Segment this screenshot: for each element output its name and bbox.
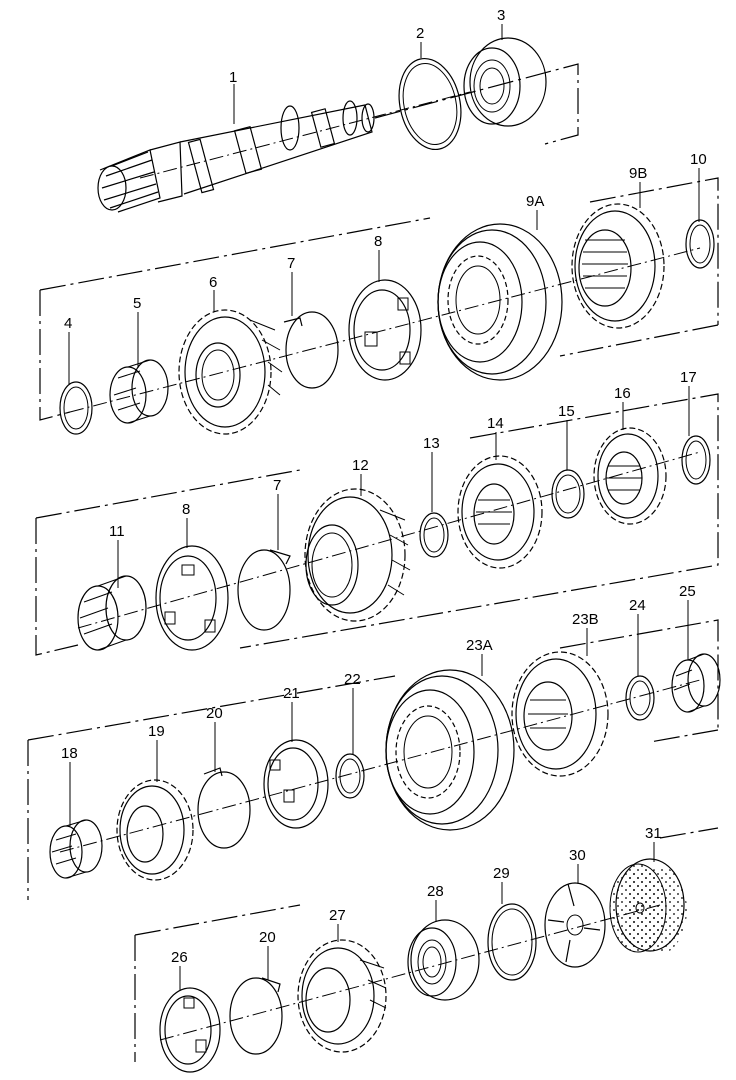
label-part-9B: 9B (629, 165, 647, 182)
gear-9B (571, 203, 665, 329)
label-part-18: 18 (61, 745, 78, 762)
label-part-3: 3 (497, 7, 505, 24)
label-part-28: 28 (427, 883, 444, 900)
snap-ring-20a (197, 767, 251, 849)
label-part-20a: 20 (206, 705, 223, 722)
label-part-8a: 8 (374, 233, 382, 250)
label-part-1: 1 (229, 69, 237, 86)
label-part-7a: 7 (287, 255, 295, 272)
sleeve-9A (437, 223, 563, 381)
label-part-15: 15 (558, 403, 575, 420)
ring-2 (398, 57, 462, 151)
needle-bearing-11 (77, 575, 147, 651)
label-part-24: 24 (629, 597, 646, 614)
snap-ring-7a (283, 311, 339, 389)
label-part-8b: 8 (182, 501, 190, 518)
circlip-15 (551, 469, 585, 519)
needle-bearing-18 (49, 819, 103, 879)
synchro-ring-8a (348, 279, 422, 381)
label-part-9A: 9A (526, 193, 544, 210)
label-part-29: 29 (493, 865, 510, 882)
gear-23B (511, 651, 609, 777)
sleeve-23A (385, 669, 515, 831)
bearing-3 (463, 37, 547, 127)
leader-lines (68, 24, 700, 990)
gear-16 (593, 427, 667, 525)
label-part-10: 10 (690, 151, 707, 168)
label-part-23A: 23A (466, 637, 493, 654)
needle-bearing-5 (109, 359, 169, 424)
gear-12 (304, 488, 411, 622)
circlip-22 (335, 753, 365, 799)
label-part-5: 5 (133, 295, 141, 312)
label-part-17: 17 (680, 369, 697, 386)
snap-ring-20b (229, 977, 283, 1055)
needle-bearing-25 (671, 653, 721, 713)
circlip-24 (625, 675, 655, 721)
label-part-14: 14 (487, 415, 504, 432)
synchro-ring-21 (263, 739, 329, 829)
label-part-30: 30 (569, 847, 586, 864)
label-part-22: 22 (344, 671, 361, 688)
label-part-31: 31 (645, 825, 662, 842)
label-part-21: 21 (283, 685, 300, 702)
circlip-17 (681, 435, 711, 485)
label-part-7b: 7 (273, 477, 281, 494)
panel-frames (27, 63, 719, 1062)
gear-14 (457, 455, 543, 569)
label-part-11: 11 (109, 523, 125, 540)
label-part-13: 13 (423, 435, 440, 452)
label-part-26: 26 (171, 949, 188, 966)
label-part-25: 25 (679, 583, 696, 600)
gear-19 (116, 779, 194, 881)
shaft-part (97, 100, 375, 213)
snap-ring-7b (237, 549, 291, 631)
gear-27 (297, 939, 387, 1053)
label-part-6: 6 (209, 274, 217, 291)
synchro-ring-8b (155, 545, 229, 651)
circlip-13 (419, 512, 449, 558)
label-part-20b: 20 (259, 929, 276, 946)
plate-30 (544, 882, 606, 968)
circlip-10 (685, 219, 715, 269)
disc-31 (609, 858, 687, 953)
label-part-4: 4 (64, 315, 72, 332)
synchro-ring-26 (159, 987, 221, 1073)
axis-centerlines (59, 91, 701, 1041)
label-part-23B: 23B (572, 611, 599, 628)
label-part-2: 2 (416, 25, 424, 42)
ring-29 (487, 903, 537, 981)
bearing-28 (407, 919, 480, 1001)
circlip-4 (59, 381, 93, 435)
label-part-27: 27 (329, 907, 346, 924)
label-part-12: 12 (352, 457, 369, 474)
label-part-16: 16 (614, 385, 631, 402)
gear-6 (178, 309, 283, 435)
part-labels: 1 2 3 4 5 6 7 8 9A 9B 10 11 8 7 12 13 14… (61, 7, 707, 966)
label-part-19: 19 (148, 723, 165, 740)
